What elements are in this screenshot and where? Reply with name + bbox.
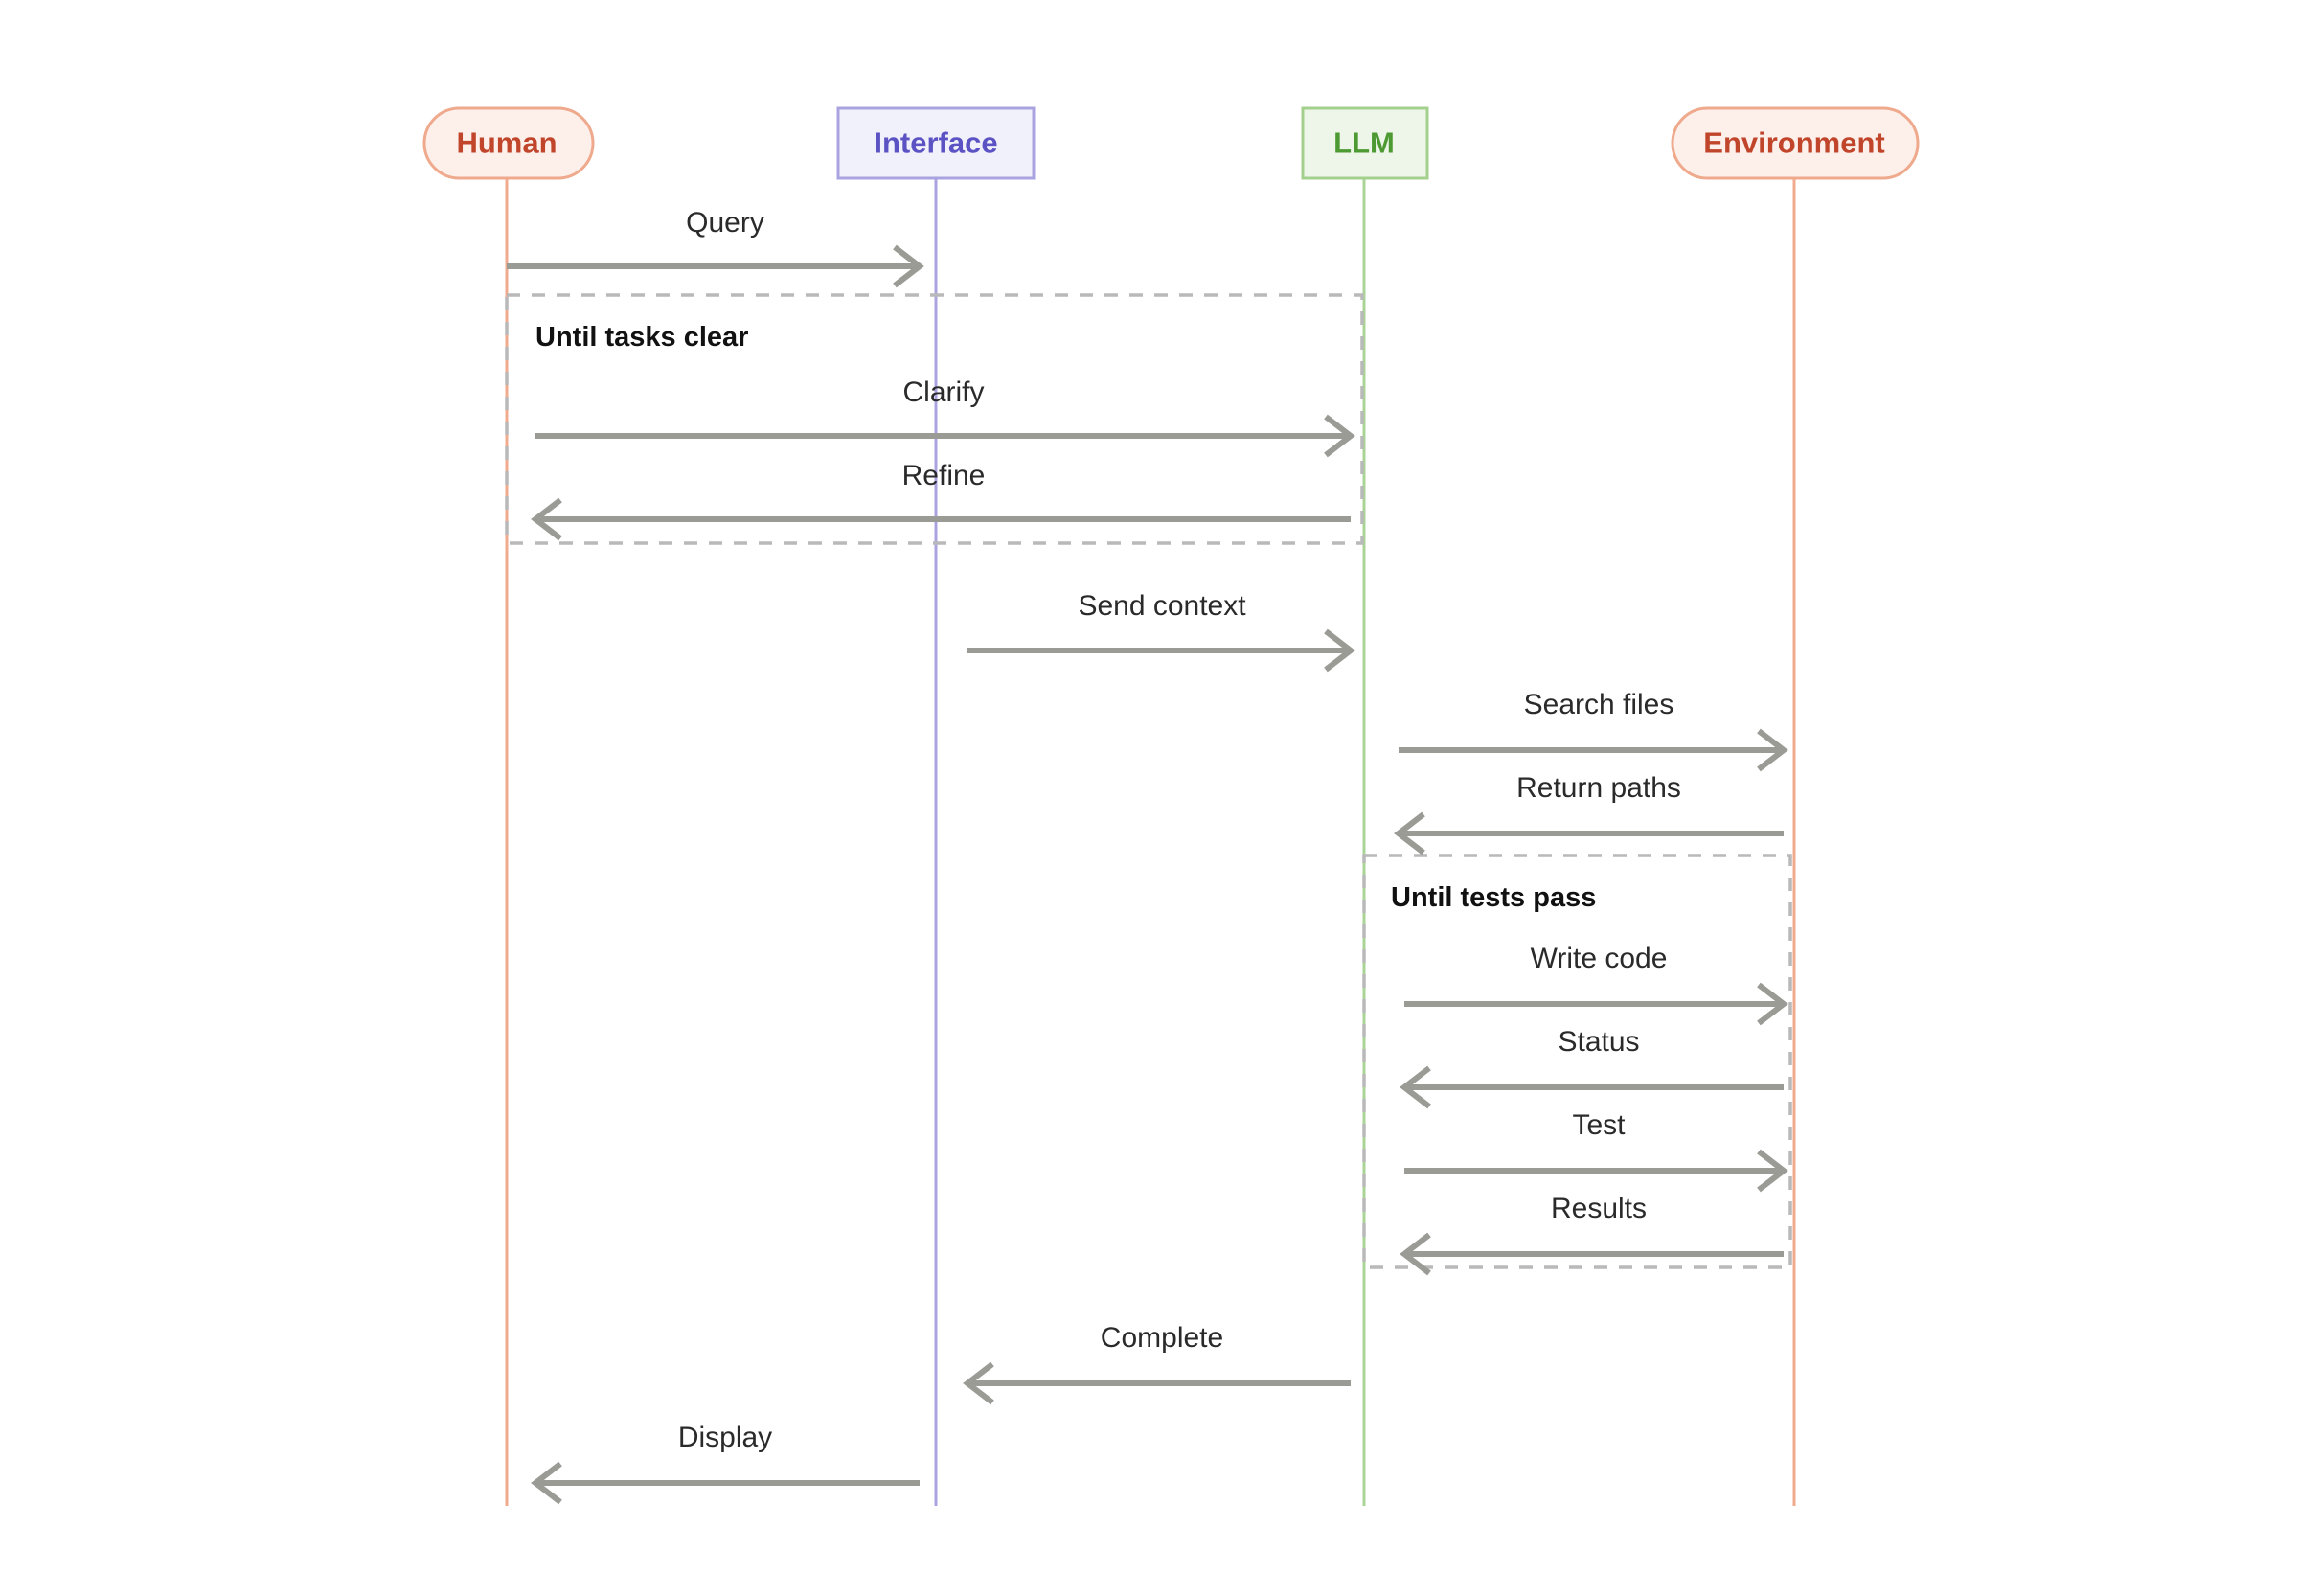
message-display: Display [531, 1422, 920, 1505]
arrowhead-complete [963, 1361, 994, 1405]
actor-label-human: Human [456, 126, 557, 160]
arrowhead-query [893, 244, 924, 288]
loop-frame-until-tasks-clear [505, 293, 1364, 545]
message-complete: Complete [963, 1322, 1351, 1405]
message-write-code: Write code [1404, 943, 1788, 1026]
message-send-context: Send context [967, 590, 1355, 673]
arrowhead-refine [531, 497, 562, 541]
message-query: Query [507, 207, 924, 288]
actor-label-llm: LLM [1333, 126, 1395, 160]
arrowhead-search-files [1757, 728, 1788, 772]
message-label-display: Display [678, 1422, 772, 1453]
message-label-refine: Refine [902, 460, 986, 491]
lifelines-group [505, 178, 1796, 1506]
message-label-send-context: Send context [1078, 590, 1246, 622]
message-return-paths: Return paths [1394, 772, 1784, 855]
arrowhead-results [1400, 1232, 1431, 1276]
message-label-status: Status [1558, 1026, 1639, 1058]
actor-headers-group: Human Interface LLM Environment [422, 106, 1920, 180]
loop-frame-until-tests-pass [1362, 854, 1792, 1269]
message-label-return-paths: Return paths [1516, 772, 1681, 804]
loop-title-until-tests-pass: Until tests pass [1391, 882, 1596, 913]
message-label-write-code: Write code [1531, 943, 1668, 974]
actor-box-llm[interactable] [1301, 106, 1429, 180]
message-label-clarify: Clarify [902, 376, 984, 408]
arrowhead-return-paths [1394, 811, 1425, 855]
message-label-complete: Complete [1101, 1322, 1223, 1354]
message-label-query: Query [686, 207, 764, 239]
arrowhead-send-context [1324, 628, 1355, 673]
message-label-test: Test [1572, 1109, 1626, 1141]
arrowhead-display [531, 1461, 562, 1505]
message-search-files: Search files [1399, 689, 1788, 772]
actor-box-environment[interactable] [1671, 106, 1920, 180]
message-status: Status [1400, 1026, 1784, 1109]
actor-box-human[interactable] [422, 106, 595, 180]
arrowhead-test [1757, 1149, 1788, 1193]
actor-llm[interactable]: LLM [1301, 106, 1429, 180]
arrowhead-status [1400, 1065, 1431, 1109]
loop-title-until-tasks-clear: Until tasks clear [535, 322, 748, 353]
message-label-results: Results [1551, 1193, 1647, 1224]
message-label-search-files: Search files [1524, 689, 1674, 720]
actor-interface[interactable]: Interface [836, 106, 1036, 180]
actor-label-environment: Environment [1703, 126, 1884, 160]
message-clarify: Clarify [535, 376, 1355, 458]
actor-label-interface: Interface [874, 126, 997, 160]
message-results: Results [1400, 1193, 1784, 1276]
actor-box-interface[interactable] [836, 106, 1036, 180]
actor-human[interactable]: Human [422, 106, 595, 180]
arrowhead-write-code [1757, 982, 1788, 1026]
arrowhead-clarify [1324, 414, 1355, 458]
actor-environment[interactable]: Environment [1671, 106, 1920, 180]
message-test: Test [1404, 1109, 1788, 1193]
message-refine: Refine [531, 460, 1351, 541]
